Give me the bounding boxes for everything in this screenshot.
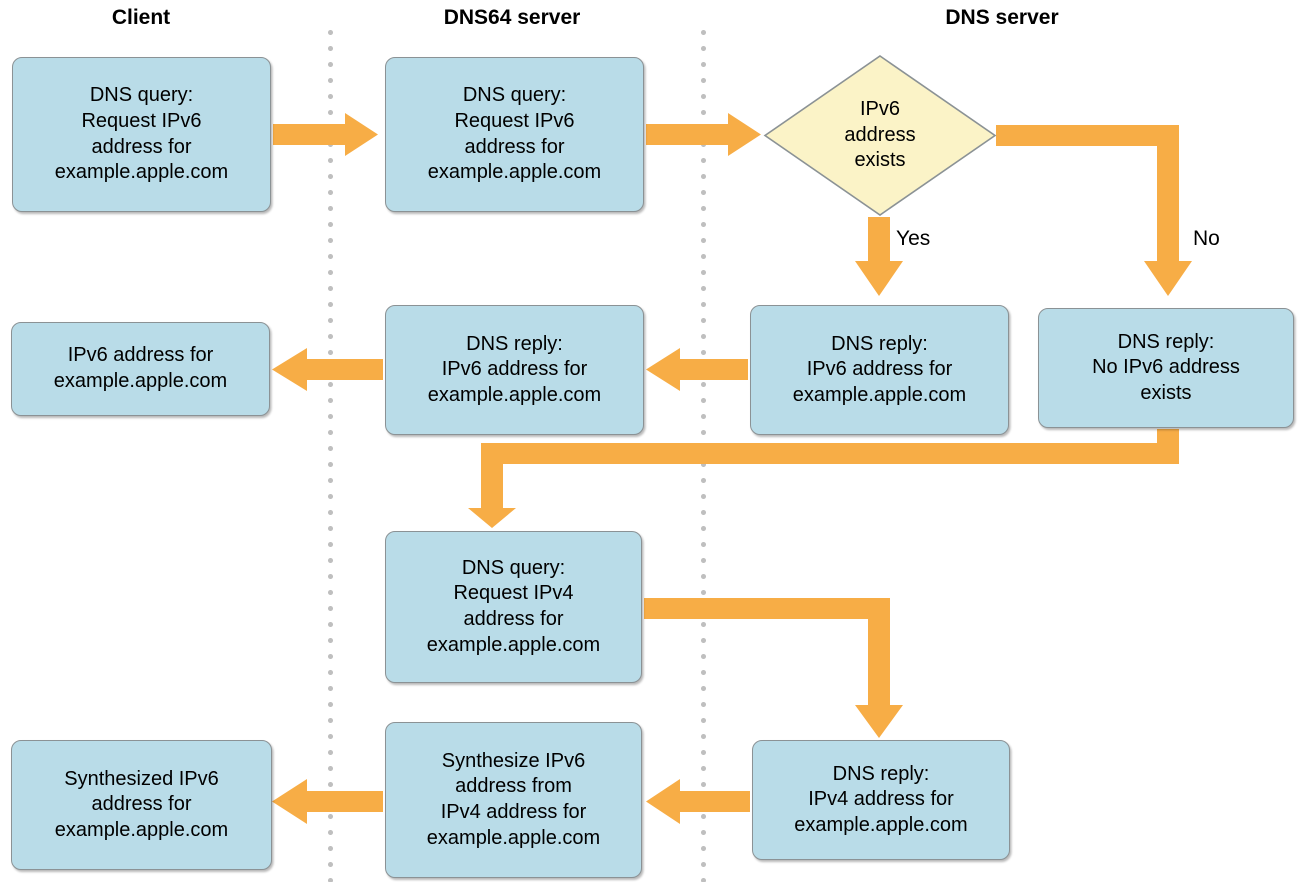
- node-dns-reply-ipv6[interactable]: DNS reply: IPv6 address for example.appl…: [750, 305, 1009, 435]
- arrow-dns-reply-to-dns64-reply: [646, 348, 748, 391]
- column-header-client: Client: [111, 6, 171, 29]
- swimlane-divider-client-dns64: [328, 30, 333, 882]
- node-client-ipv6-address[interactable]: IPv6 address for example.apple.com: [11, 322, 270, 416]
- column-header-dns-server: DNS server: [945, 6, 1059, 29]
- node-decision-ipv6-exists[interactable]: IPv6 address exists: [763, 54, 997, 217]
- node-dns64-synthesize[interactable]: Synthesize IPv6 address from IPv4 addres…: [385, 722, 642, 878]
- arrow-no-ipv6-to-query-ipv4: [468, 429, 1179, 528]
- edge-label-no: No: [1193, 227, 1220, 250]
- swimlane-divider-dns64-dns: [701, 30, 706, 882]
- node-dns-reply-no-ipv6[interactable]: DNS reply: No IPv6 address exists: [1038, 308, 1294, 428]
- edge-label-yes: Yes: [896, 227, 931, 250]
- arrow-query-ipv4-to-reply-ipv4: [644, 598, 903, 738]
- node-client-synthesized-ipv6[interactable]: Synthesized IPv6 address for example.app…: [11, 740, 272, 870]
- node-dns64-query-ipv6[interactable]: DNS query: Request IPv6 address for exam…: [385, 57, 644, 212]
- node-dns-reply-ipv4[interactable]: DNS reply: IPv4 address for example.appl…: [752, 740, 1010, 860]
- arrow-client-to-dns64-query: [273, 113, 378, 156]
- arrow-reply-ipv4-to-synthesize: [646, 779, 750, 824]
- arrow-decision-no-down: [996, 125, 1192, 296]
- node-client-query-ipv6[interactable]: DNS query: Request IPv6 address for exam…: [12, 57, 271, 212]
- column-header-dns64-server: DNS64 server: [443, 6, 581, 29]
- node-dns64-reply-ipv6[interactable]: DNS reply: IPv6 address for example.appl…: [385, 305, 644, 435]
- node-dns64-query-ipv4[interactable]: DNS query: Request IPv4 address for exam…: [385, 531, 642, 683]
- diamond-shape: [763, 55, 997, 216]
